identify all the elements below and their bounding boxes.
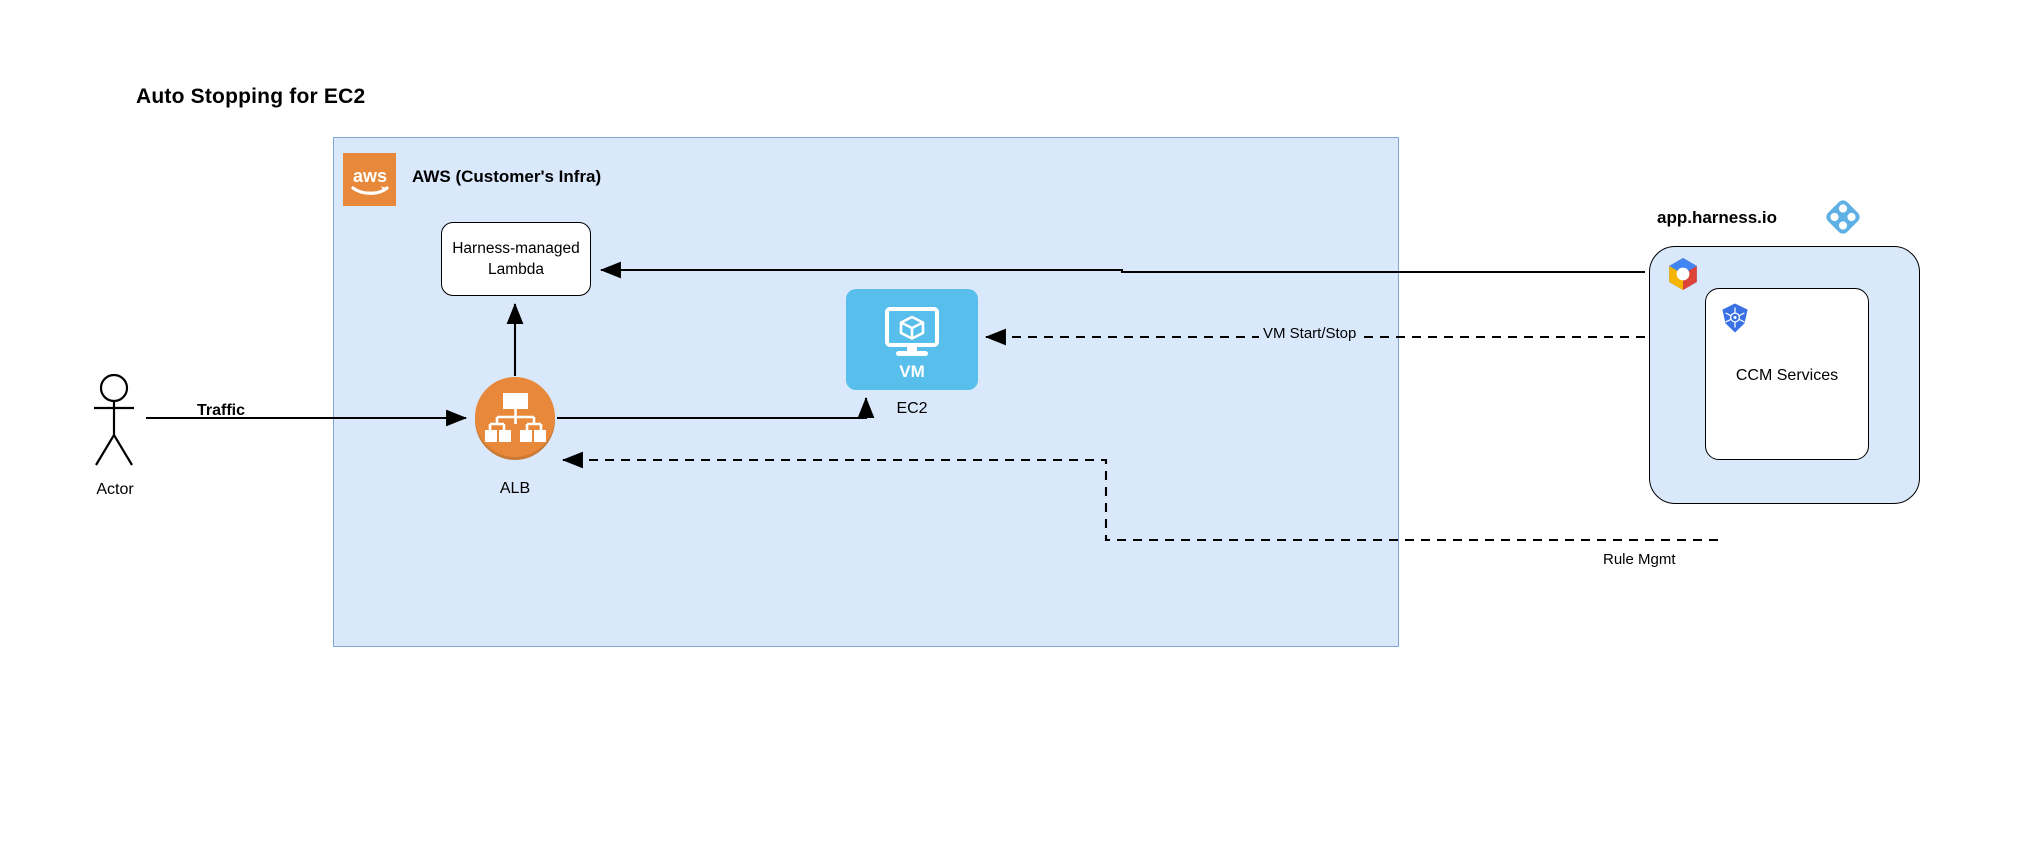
aws-logo: aws [343, 153, 396, 206]
actor-stick-figure-icon [82, 373, 146, 471]
harness-logo [1824, 198, 1862, 236]
load-balancer-icon [485, 393, 546, 442]
harness-cloud-title: app.harness.io [1657, 208, 1777, 227]
node-ec2-vm[interactable]: VM [846, 289, 978, 390]
edge-label-rule-mgmt: Rule Mgmt [1600, 551, 1679, 568]
gcp-logo [1665, 256, 1701, 292]
node-ccm-label: CCM Services [1735, 367, 1839, 384]
vm-icon-label: VM [899, 362, 925, 381]
aws-boundary-label: AWS (Customer's Infra) [412, 167, 602, 186]
node-alb[interactable] [473, 376, 557, 460]
node-alb-caption: ALB [499, 480, 531, 497]
page-title: Auto Stopping for EC2 [136, 85, 366, 108]
edge-label-traffic: Traffic [197, 402, 246, 419]
lambda-label-line1: Harness-managed [452, 240, 580, 257]
lambda-label-line2: Lambda [487, 261, 544, 278]
kubernetes-icon [1719, 302, 1751, 334]
node-harness-managed-lambda[interactable]: Harness-managed Lambda [441, 222, 591, 296]
edge-label-vm-start-stop: VM Start/Stop [1259, 325, 1361, 342]
vm-monitor-icon [885, 307, 939, 356]
actor-caption: Actor [96, 481, 134, 498]
node-ec2-caption: EC2 [896, 400, 928, 417]
svg-text:aws: aws [352, 166, 386, 186]
